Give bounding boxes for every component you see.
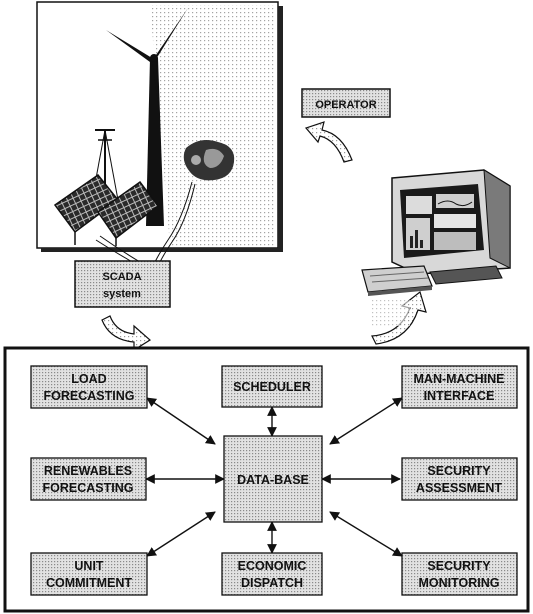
svg-text:SECURITY: SECURITY: [427, 464, 491, 478]
module-renewables-forecasting: RENEWABLES FORECASTING: [30, 457, 147, 501]
svg-text:SECURITY: SECURITY: [427, 559, 491, 573]
svg-text:DATA-BASE: DATA-BASE: [237, 473, 309, 487]
svg-text:INTERFACE: INTERFACE: [424, 389, 495, 403]
module-scheduler: SCHEDULER: [221, 365, 323, 408]
svg-text:MONITORING: MONITORING: [418, 576, 499, 590]
svg-text:UNIT: UNIT: [74, 559, 104, 573]
svg-text:COMMITMENT: COMMITMENT: [46, 576, 132, 590]
svg-text:DISPATCH: DISPATCH: [241, 576, 303, 590]
svg-text:FORECASTING: FORECASTING: [44, 389, 135, 403]
module-economic-dispatch: ECONOMIC DISPATCH: [221, 552, 323, 596]
module-security-assessment: SECURITY ASSESSMENT: [401, 457, 518, 501]
scada-system-box: SCADA system: [74, 260, 171, 308]
generator-icon: [183, 140, 235, 181]
svg-text:LOAD: LOAD: [71, 372, 106, 386]
module-security-monitoring: SECURITY MONITORING: [401, 552, 518, 596]
connectors: [145, 397, 403, 557]
curved-arrow-to-computer: [371, 290, 427, 345]
scada-label-line-1: SCADA: [102, 271, 141, 283]
scada-label-line-2: system: [103, 288, 141, 300]
solar-panel-icon: [53, 173, 160, 246]
module-man-machine-interface: MAN-MACHINE INTERFACE: [401, 365, 518, 409]
svg-text:SCHEDULER: SCHEDULER: [233, 380, 311, 394]
module-load-forecasting: LOAD FORECASTING: [30, 365, 148, 409]
svg-text:RENEWABLES: RENEWABLES: [44, 464, 132, 478]
computer-icon: [361, 169, 511, 296]
svg-text:MAN-MACHINE: MAN-MACHINE: [414, 372, 505, 386]
svg-text:ECONOMIC: ECONOMIC: [238, 559, 307, 573]
curved-arrow-from-scada: [101, 315, 152, 352]
renewables-picture: [36, 1, 283, 265]
module-database: DATA-BASE: [223, 435, 323, 523]
wind-turbine-icon: [146, 58, 164, 226]
module-unit-commitment: UNIT COMMITMENT: [30, 552, 148, 596]
operator-box: OPERATOR: [301, 88, 391, 118]
svg-text:ASSESSMENT: ASSESSMENT: [416, 481, 502, 495]
svg-text:FORECASTING: FORECASTING: [43, 481, 134, 495]
operator-label: OPERATOR: [315, 99, 376, 111]
curved-arrow-to-operator: [304, 121, 353, 163]
